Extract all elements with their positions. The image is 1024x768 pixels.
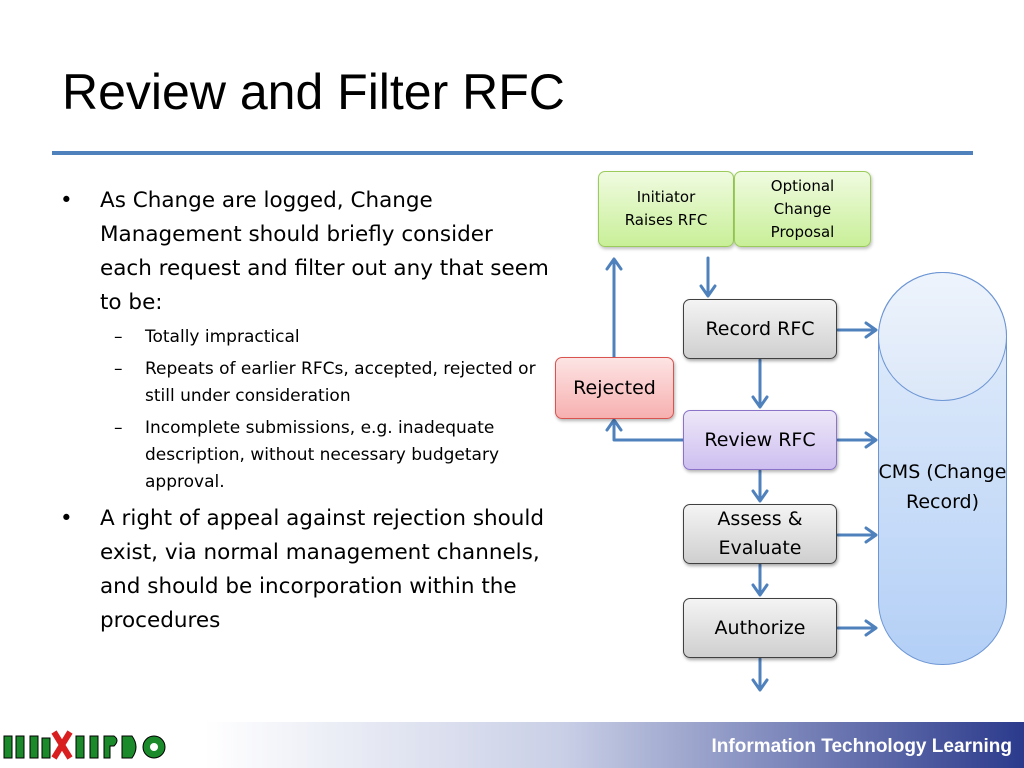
assess-evaluate-label: Assess & Evaluate xyxy=(717,508,803,559)
footer-bar: Information Technology Learning xyxy=(0,722,1024,768)
cms-label: CMS (Change Record) xyxy=(878,461,1007,513)
arrow-rejected-to-initiator xyxy=(605,257,623,359)
title-divider xyxy=(52,151,973,155)
arrow-record-to-cms xyxy=(836,321,878,339)
sub-item-text: Totally impractical xyxy=(145,327,300,347)
bullet-item: • A right of appeal against rejection sh… xyxy=(56,502,551,638)
optional-proposal-box: Optional Change Proposal xyxy=(734,171,871,247)
cms-cylinder-top xyxy=(878,272,1007,401)
arrow-assess-to-cms xyxy=(836,526,878,544)
arrow-review-to-assess xyxy=(751,469,769,503)
sub-list: – Totally impractical – Repeats of earli… xyxy=(56,324,551,496)
arrow-record-to-review xyxy=(751,358,769,409)
sub-item-text: Repeats of earlier RFCs, accepted, rejec… xyxy=(145,359,536,406)
arrow-review-to-cms xyxy=(836,431,878,449)
authorize-box: Authorize xyxy=(683,598,837,658)
sub-item: – Incomplete submissions, e.g. inadequat… xyxy=(56,415,551,496)
bullet-glyph: • xyxy=(60,506,73,531)
arrow-authorize-out xyxy=(751,657,769,692)
review-rfc-box: Review RFC xyxy=(683,410,837,470)
arrow-review-to-rejected xyxy=(605,418,685,442)
review-rfc-label: Review RFC xyxy=(704,429,816,451)
slide-content: • As Change are logged, Change Managemen… xyxy=(56,184,551,640)
rejected-box: Rejected xyxy=(555,357,674,419)
optional-proposal-label: Optional Change Proposal xyxy=(770,176,835,241)
initiator-box: Initiator Raises RFC xyxy=(598,171,734,247)
assess-evaluate-box: Assess & Evaluate xyxy=(683,504,837,564)
authorize-label: Authorize xyxy=(714,616,806,639)
sub-glyph: – xyxy=(114,418,123,438)
sub-glyph: – xyxy=(114,327,123,347)
initiator-label: Initiator Raises RFC xyxy=(624,188,708,229)
record-rfc-box: Record RFC xyxy=(683,299,837,359)
record-rfc-label: Record RFC xyxy=(705,317,815,340)
arrow-initiator-to-record xyxy=(699,256,717,298)
bullet-item: • As Change are logged, Change Managemen… xyxy=(56,184,551,320)
sub-item: – Totally impractical xyxy=(56,324,551,351)
arrow-assess-to-authorize xyxy=(751,563,769,597)
sub-item: – Repeats of earlier RFCs, accepted, rej… xyxy=(56,356,551,410)
sub-glyph: – xyxy=(114,359,123,379)
arrow-authorize-to-cms xyxy=(836,619,878,637)
company-logo-icon xyxy=(3,730,166,760)
slide-title: Review and Filter RFC xyxy=(62,64,565,120)
footer-text: Information Technology Learning xyxy=(711,736,1012,757)
bullet-text: As Change are logged, Change Management … xyxy=(100,188,549,315)
rejected-label: Rejected xyxy=(573,377,656,399)
bullet-text: A right of appeal against rejection shou… xyxy=(100,506,545,633)
sub-item-text: Incomplete submissions, e.g. inadequate … xyxy=(145,418,500,492)
bullet-glyph: • xyxy=(60,188,73,213)
